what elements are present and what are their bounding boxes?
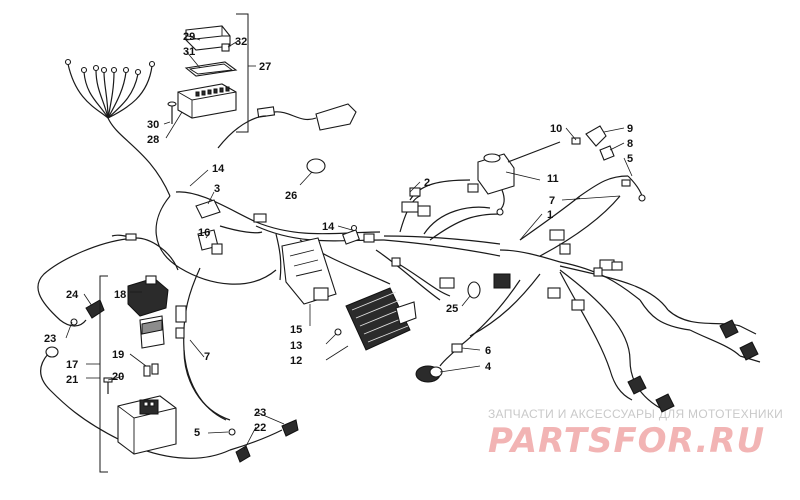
group-bracket-17 xyxy=(99,275,108,473)
watermark: ЗАПЧАСТИ И АКСЕССУАРЫ ДЛЯ МОТОТЕХНИКИ PA… xyxy=(488,407,783,461)
callout-3: 3 xyxy=(214,183,220,195)
fuse-clip xyxy=(221,43,230,52)
callout-16: 16 xyxy=(198,227,210,239)
callout-32: 32 xyxy=(235,36,247,48)
callout-26: 26 xyxy=(285,190,297,202)
taillight-connectors xyxy=(627,319,759,413)
fuses xyxy=(143,363,159,377)
harness-parts xyxy=(103,125,759,463)
ignition-coil xyxy=(467,141,561,216)
callout-20: 20 xyxy=(112,371,124,383)
callout-30: 30 xyxy=(147,119,159,131)
leader-lines xyxy=(65,35,633,451)
ground-lead-bottom xyxy=(183,349,251,463)
wire-fanout-top xyxy=(64,58,171,197)
callout-18: 18 xyxy=(114,289,126,301)
wire-clamp xyxy=(306,158,326,174)
headlight-connector-cable xyxy=(217,103,357,149)
callout-14-top: 14 xyxy=(212,163,225,175)
watermark-logo: PARTSFOR.RU xyxy=(488,421,765,461)
callout-22: 22 xyxy=(254,422,266,434)
small-connector xyxy=(391,257,401,267)
connector-cluster xyxy=(401,187,431,217)
voltage-regulator xyxy=(345,287,417,351)
callout-23-bottom: 23 xyxy=(254,407,266,419)
callout-23-left: 23 xyxy=(44,333,56,345)
watermark-subtitle: ЗАПЧАСТИ И АКСЕССУАРЫ ДЛЯ МОТОТЕХНИКИ xyxy=(488,407,783,421)
fuse-box-assembly xyxy=(167,13,256,133)
ignition-switch xyxy=(415,343,463,383)
callout-5-bottom: 5 xyxy=(194,427,200,439)
callout-27: 27 xyxy=(259,61,271,73)
callout-9: 9 xyxy=(627,123,633,135)
right-harness-branch xyxy=(459,261,761,409)
screw-20 xyxy=(103,377,113,394)
nut xyxy=(334,328,342,336)
fuse-box-gasket xyxy=(184,61,238,77)
callout-1: 1 xyxy=(547,209,553,221)
callout-10: 10 xyxy=(550,123,562,135)
callout-4: 4 xyxy=(485,361,492,373)
callout-14-mid: 14 xyxy=(322,221,335,233)
callout-15: 15 xyxy=(290,324,302,336)
inline-connector xyxy=(175,305,187,323)
callout-13: 13 xyxy=(290,340,302,352)
ground-lead-top xyxy=(621,175,646,202)
callout-21: 21 xyxy=(66,374,78,386)
callout-7-top: 7 xyxy=(549,195,555,207)
callout-29: 29 xyxy=(183,31,195,43)
starter-solenoid xyxy=(127,275,169,349)
group-bracket-27 xyxy=(236,13,249,133)
callout-11: 11 xyxy=(547,173,559,185)
mounting-bracket xyxy=(195,199,221,219)
callout-19: 19 xyxy=(112,349,124,361)
harness-junction xyxy=(493,229,623,311)
callout-8: 8 xyxy=(627,138,633,150)
callout-5-top: 5 xyxy=(627,153,633,165)
callout-31: 31 xyxy=(183,46,195,58)
relay-box xyxy=(117,395,177,455)
callouts: 29 31 32 27 30 28 14 3 26 16 14 2 11 10 … xyxy=(44,31,633,439)
callout-17: 17 xyxy=(66,359,78,371)
callout-2: 2 xyxy=(424,177,430,189)
callout-12: 12 xyxy=(290,355,302,367)
callout-28: 28 xyxy=(147,134,159,146)
cdi-module xyxy=(281,237,337,305)
callout-7-left: 7 xyxy=(204,351,210,363)
fuse-slots xyxy=(195,86,230,97)
battery-cable xyxy=(70,299,105,326)
grommet xyxy=(467,281,481,299)
callout-24: 24 xyxy=(66,289,79,301)
screw xyxy=(167,101,177,124)
callout-6: 6 xyxy=(485,345,491,357)
callout-25: 25 xyxy=(446,303,458,315)
connector-14 xyxy=(253,213,267,223)
